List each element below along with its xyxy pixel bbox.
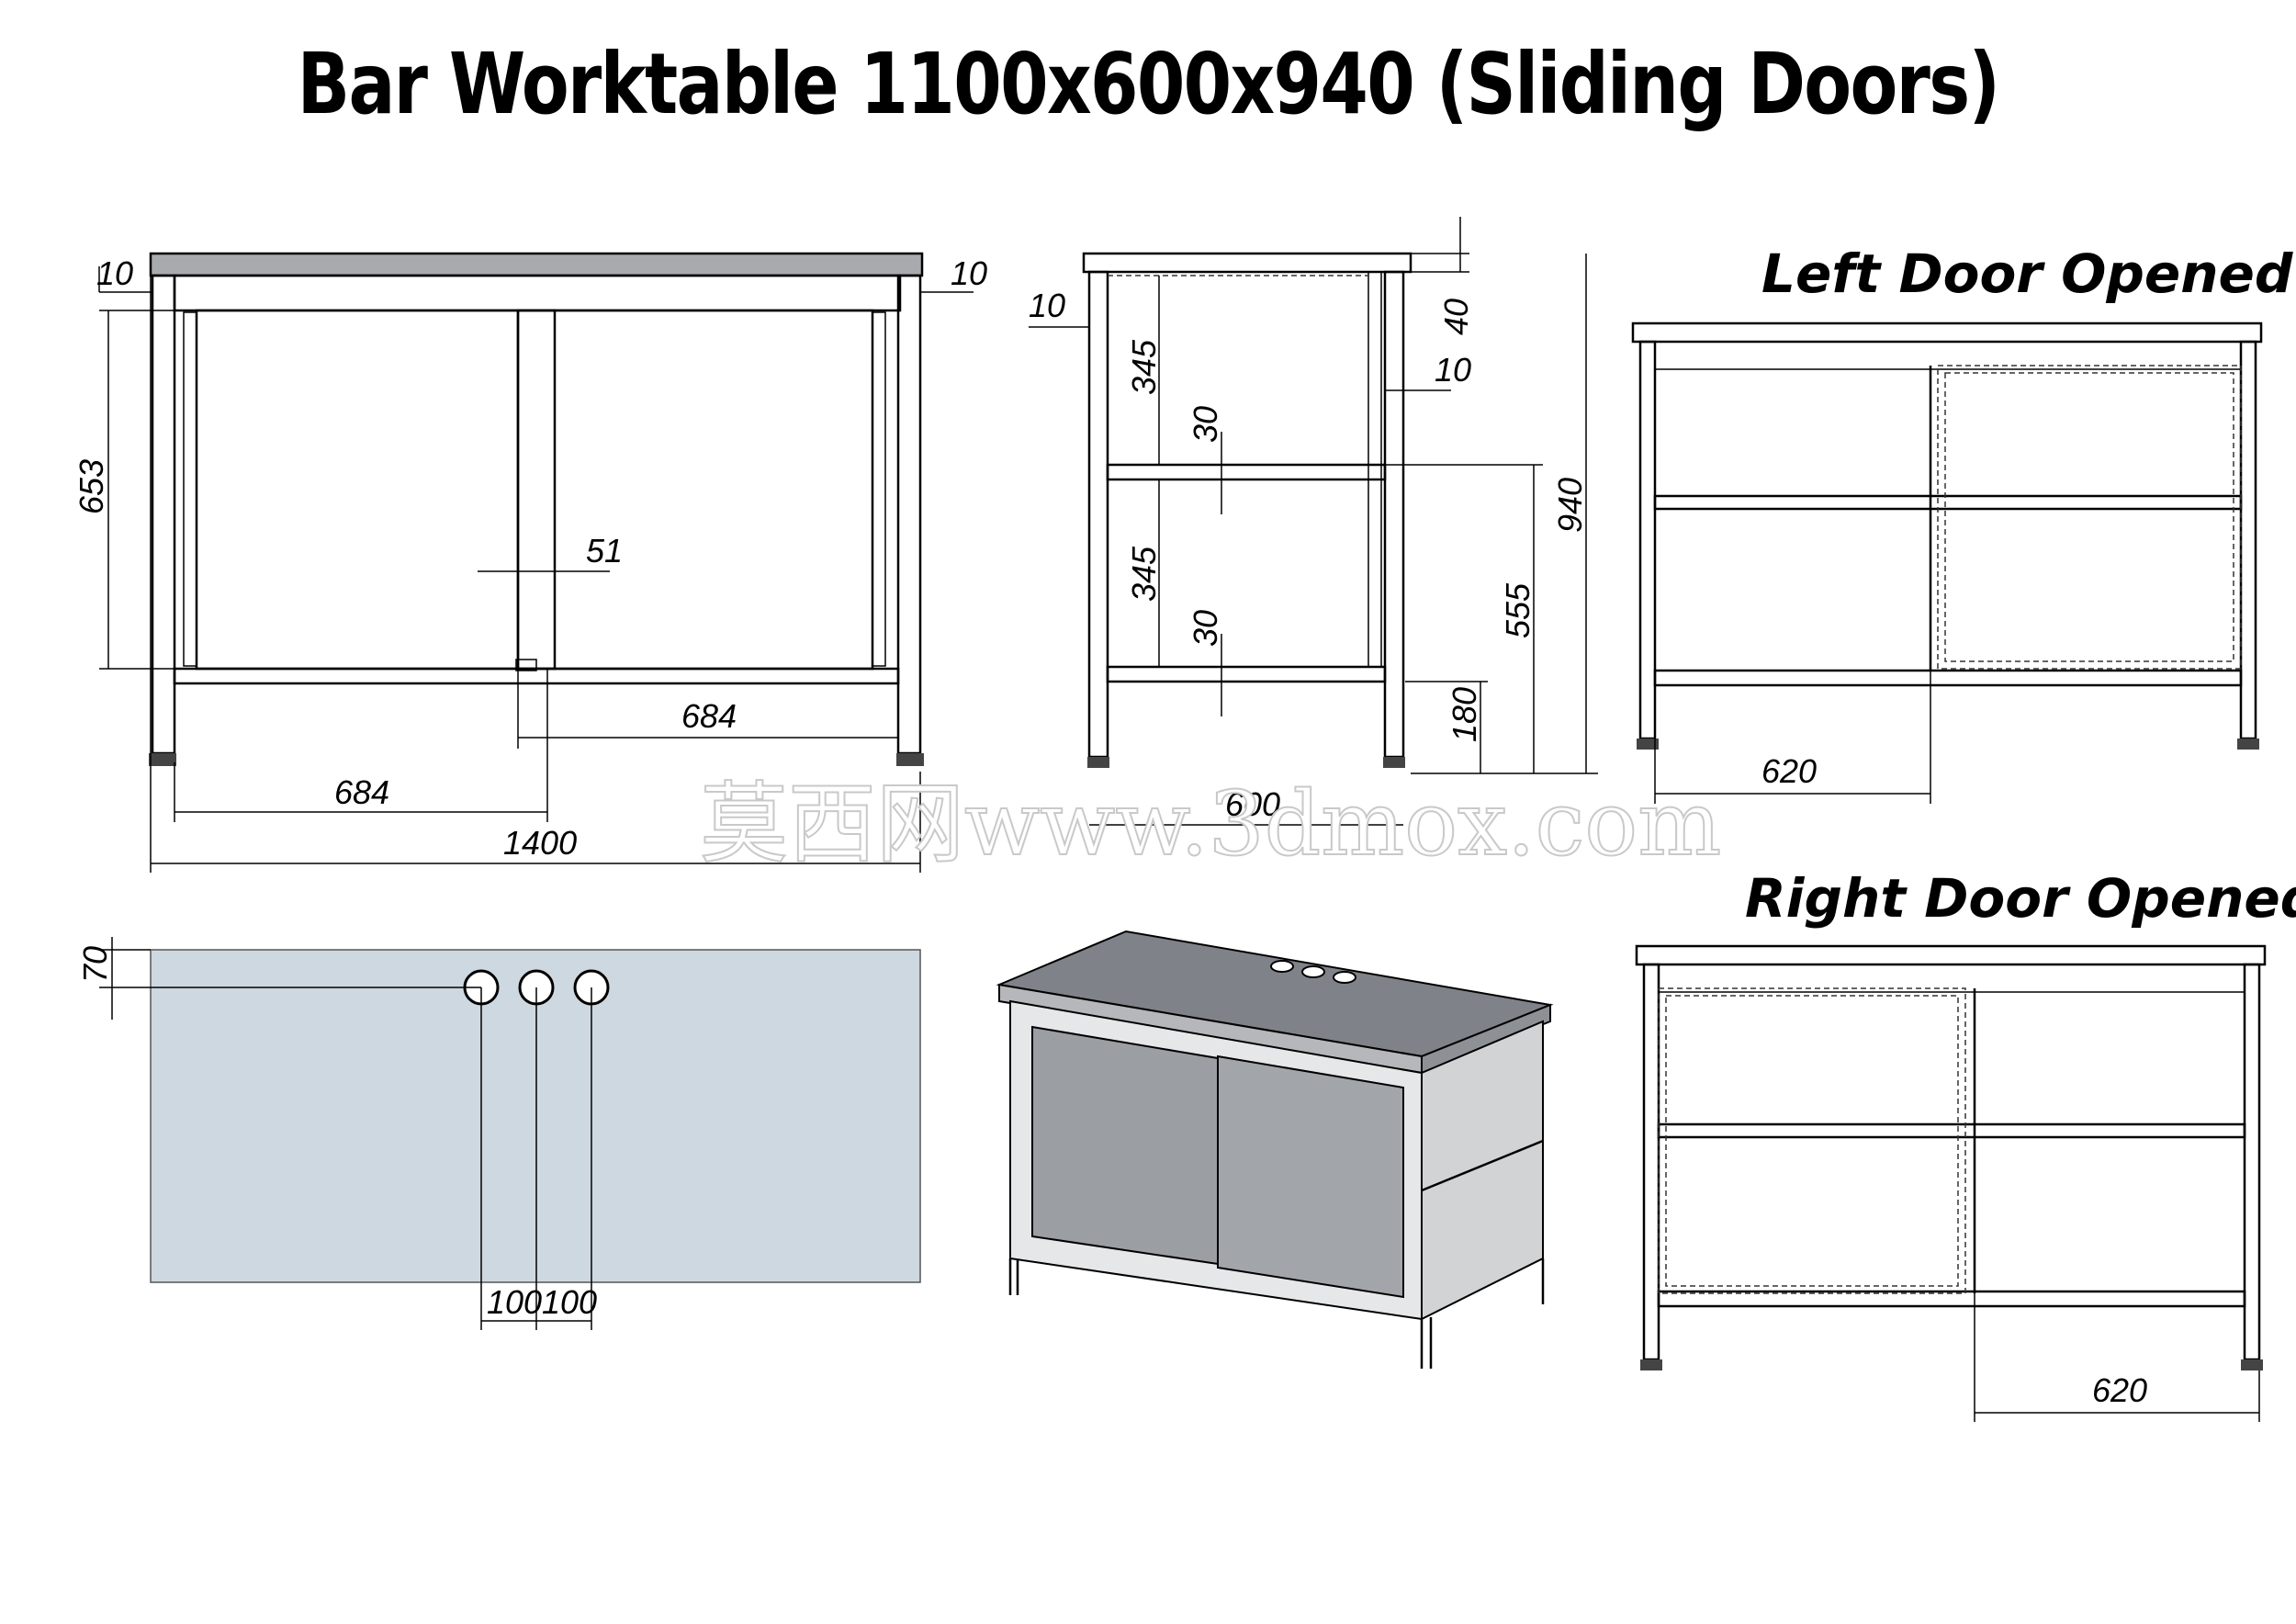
dim-left-door-620: 620 [1761,752,1817,790]
dim-side-600: 600 [1225,785,1280,823]
front-leg-left [151,274,176,755]
dim-front-inset-left: 10 [96,254,133,292]
dim-front-1400: 1400 [503,824,577,862]
dim-side-555: 555 [1499,582,1536,638]
right-door-opened-view: Right Door Opened 620 [1635,867,2296,1422]
heading-right-door: Right Door Opened [1745,867,2296,930]
dim-plan-100-a: 100 [487,1283,542,1321]
dim-side-40: 40 [1437,299,1475,335]
front-door-right [516,309,874,671]
dim-front-51: 51 [586,532,623,570]
side-worktop [1082,252,1412,274]
left-door-opened-view: Left Door Opened 620 [1631,242,2293,804]
dim-front-684-right: 684 [681,697,737,735]
side-upper-shelf [1106,463,1387,481]
dim-front-684-left: 684 [334,773,389,811]
dim-side-10: 10 [1029,287,1065,324]
dim-side-345-lower: 345 [1125,546,1163,602]
top-view: 70 100 100 [76,937,921,1330]
heading-left-door: Left Door Opened [1761,242,2293,305]
front-door-left [195,309,557,671]
dim-plan-70: 70 [76,946,114,983]
isometric-view [996,930,1554,1369]
dim-plan-100-b: 100 [542,1283,597,1321]
dim-side-10b: 10 [1435,351,1471,389]
left-door-panel [1937,365,2242,670]
watermark: 莫西网www.3dmox.com [700,773,1721,875]
front-worktop [149,252,924,277]
dim-side-940: 940 [1551,478,1589,533]
front-leg-right [896,274,922,755]
dim-front-653: 653 [73,459,110,514]
dim-right-door-620: 620 [2092,1371,2147,1409]
dim-side-30-upper: 30 [1187,406,1224,443]
dim-side-180: 180 [1446,687,1483,742]
right-door-panel [1658,987,1966,1294]
iso-door-right [1217,1054,1404,1299]
drawing-title: Bar Worktable 1100x600x940 (Sliding Door… [297,35,2000,133]
side-view: 10 40 10 345 30 345 30 940 555 180 600 [1029,217,1598,826]
side-lower-shelf [1106,665,1387,683]
dim-front-inset-right: 10 [951,254,987,292]
iso-door-left [1031,1025,1219,1266]
front-view: 10 10 653 51 684 684 1400 [73,252,987,873]
dim-side-345-upper: 345 [1125,339,1163,395]
dim-side-30-lower: 30 [1187,610,1224,647]
